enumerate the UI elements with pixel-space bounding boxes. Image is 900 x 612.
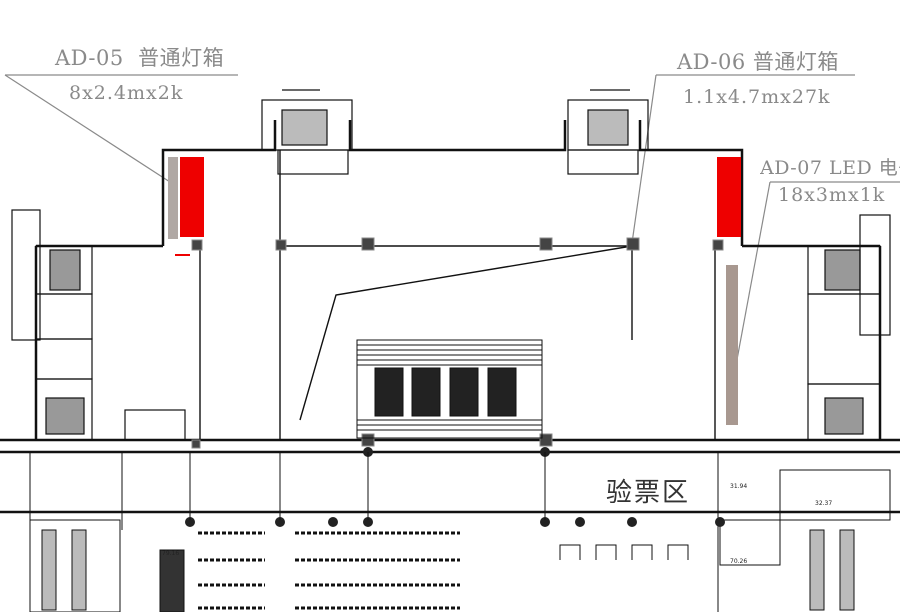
callout-leaders <box>4 74 900 366</box>
gate-lines <box>189 452 546 520</box>
gate-markers <box>185 447 725 527</box>
callout-ad-06: AD-06 普通灯箱 1.1x4.7mx27k <box>677 46 839 108</box>
ad-07-led-screen <box>726 265 738 425</box>
room-tag: 31.94 <box>730 483 747 490</box>
callout-spec: 1.1x4.7mx27k <box>683 86 831 108</box>
left-wing <box>11 209 186 441</box>
callout-spec: 18x3mx1k <box>778 184 886 206</box>
right-wing <box>807 214 891 441</box>
room-tag: 79.16 <box>162 550 179 557</box>
top-stair-cores <box>261 89 649 175</box>
ad-panels <box>168 157 741 425</box>
callout-type: LED 电子屏 <box>828 157 900 179</box>
callout-type: 普通灯箱 <box>138 46 225 70</box>
room-tag: 32.37 <box>815 500 832 507</box>
callout-spec: 8x2.4mx2k <box>69 82 184 104</box>
columns <box>191 237 724 449</box>
lower-area <box>29 452 891 612</box>
ad-05-lightbox <box>180 157 204 237</box>
seat-rows <box>198 531 460 610</box>
zone-label-ticket-check: 验票区 <box>606 478 691 508</box>
room-tag: 70.26 <box>730 558 747 565</box>
callout-ad-05: AD-05 普通灯箱 8x2.4mx2k <box>55 42 224 104</box>
escalator-block <box>356 339 543 439</box>
callout-code: AD-06 <box>677 50 746 74</box>
callout-code: AD-05 <box>55 46 124 70</box>
ad-06-lightbox <box>717 157 741 237</box>
callout-type: 普通灯箱 <box>752 50 839 74</box>
interior-lines <box>199 150 716 440</box>
callout-ad-07: AD-07 LED 电子屏 18x3mx1k <box>760 153 900 206</box>
room-tags: 31.94 32.37 70.26 79.16 <box>162 483 832 565</box>
callout-code: AD-07 <box>760 157 823 179</box>
ad-05-lightbox-frame <box>168 157 178 239</box>
